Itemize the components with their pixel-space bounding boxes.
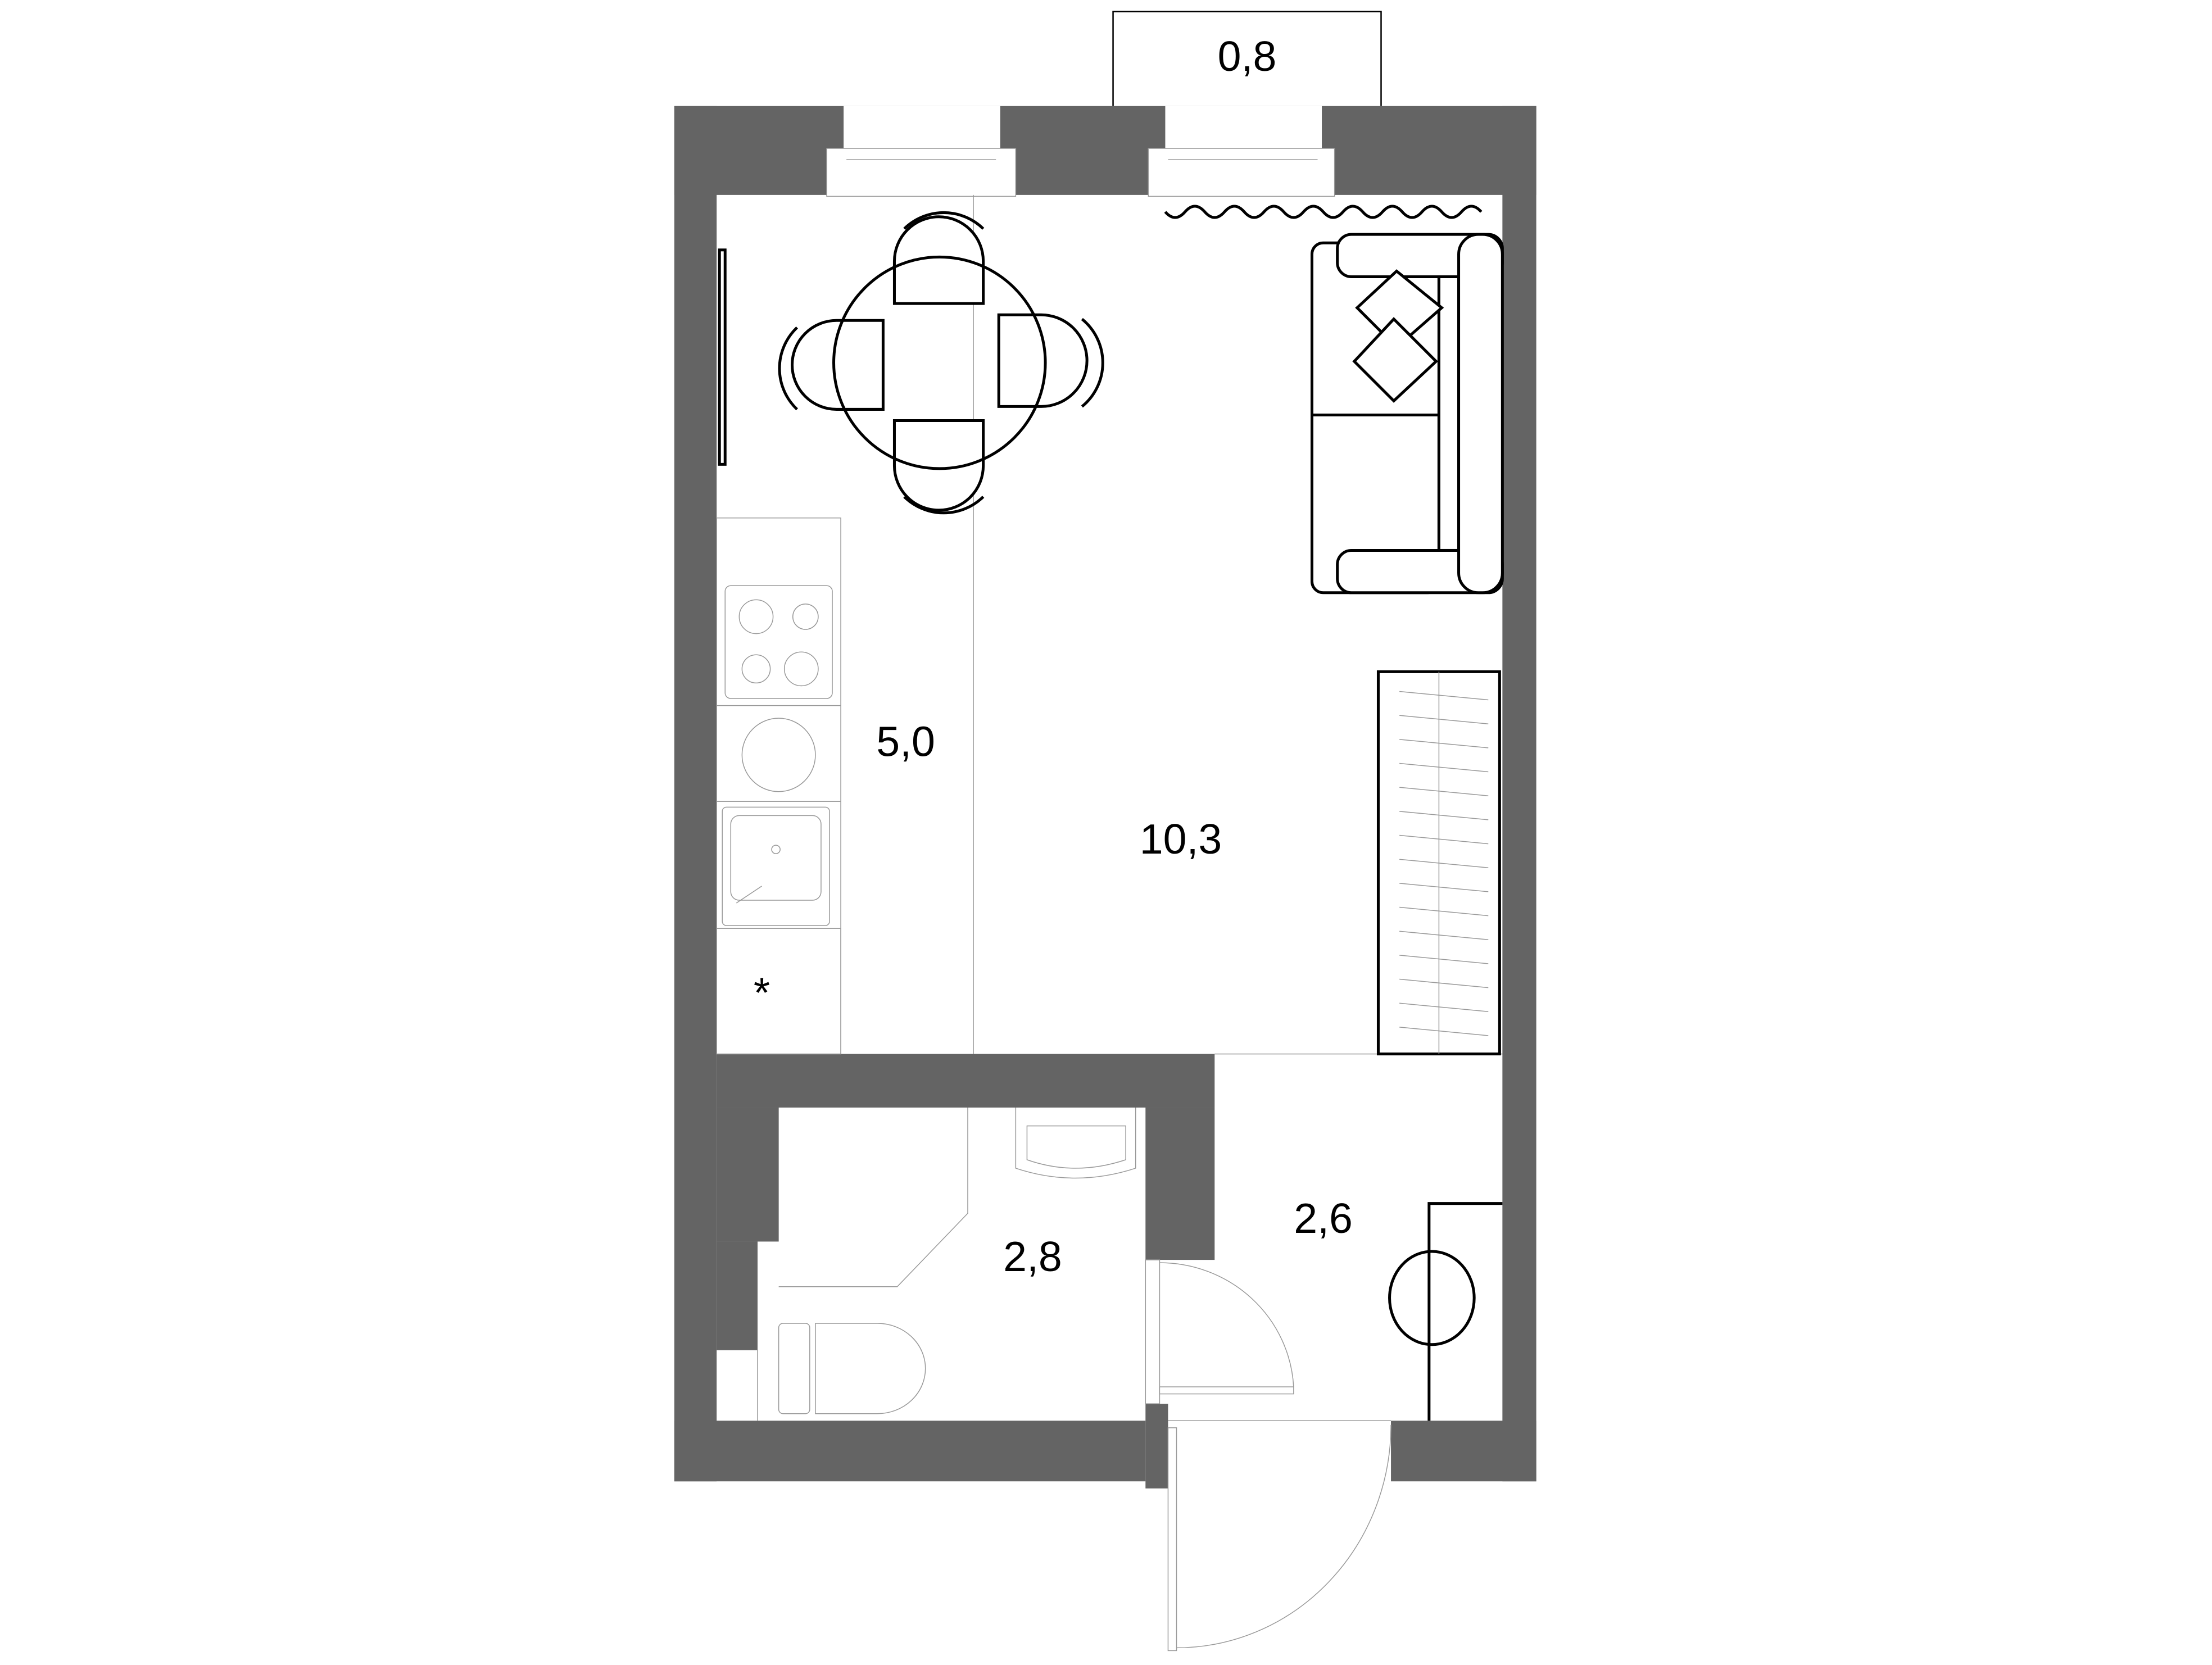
- hallway-area-label: 2,6: [1294, 1195, 1353, 1242]
- hanger-line: [1399, 978, 1489, 988]
- hanger-line: [1399, 1002, 1489, 1013]
- kitchen-area-label: 5,0: [876, 718, 935, 765]
- walls: [674, 106, 1536, 1489]
- hanger-line: [1399, 739, 1489, 748]
- entrance-door[interactable]: [1167, 1420, 1391, 1652]
- balcony: 0,8: [1112, 11, 1382, 106]
- hanger-line: [1399, 906, 1489, 917]
- balcony-area-label: 0,8: [1218, 33, 1277, 80]
- hanger-line: [1399, 931, 1489, 941]
- curtain: [1164, 205, 1483, 219]
- toilet: [815, 1323, 926, 1414]
- hanger-line: [1399, 811, 1489, 820]
- hanger-line: [1399, 859, 1489, 869]
- window-right: [1148, 106, 1335, 197]
- bathroom-fixtures: [757, 1107, 1136, 1421]
- sofa: [1310, 233, 1504, 595]
- hanger-line: [1399, 715, 1489, 724]
- wardrobe: [1376, 670, 1501, 1056]
- window-left: [826, 106, 1017, 197]
- hanger-line: [1399, 787, 1489, 796]
- hanger-line: [1399, 834, 1489, 845]
- hanger-line: [1399, 763, 1489, 773]
- toilet-tank: [778, 1323, 810, 1414]
- bathroom-door[interactable]: [1145, 1259, 1294, 1404]
- hanger-line: [1399, 691, 1489, 701]
- hallway-cabinet: [1388, 1202, 1503, 1421]
- kitchen-counter: [716, 517, 841, 1055]
- dining-table: [778, 211, 1104, 515]
- hanger-line: [1399, 1027, 1489, 1036]
- living-area-label: 10,3: [1140, 815, 1222, 863]
- washing-machine: [741, 718, 816, 792]
- hanger-line: [1399, 955, 1489, 964]
- note-asterisk: *: [754, 969, 770, 1017]
- hanger-line: [1399, 883, 1489, 892]
- tv-panel: [718, 248, 727, 466]
- kitchen-sink: [722, 806, 830, 926]
- bathroom-area-label: 2,8: [1003, 1233, 1062, 1280]
- stove: [724, 585, 833, 699]
